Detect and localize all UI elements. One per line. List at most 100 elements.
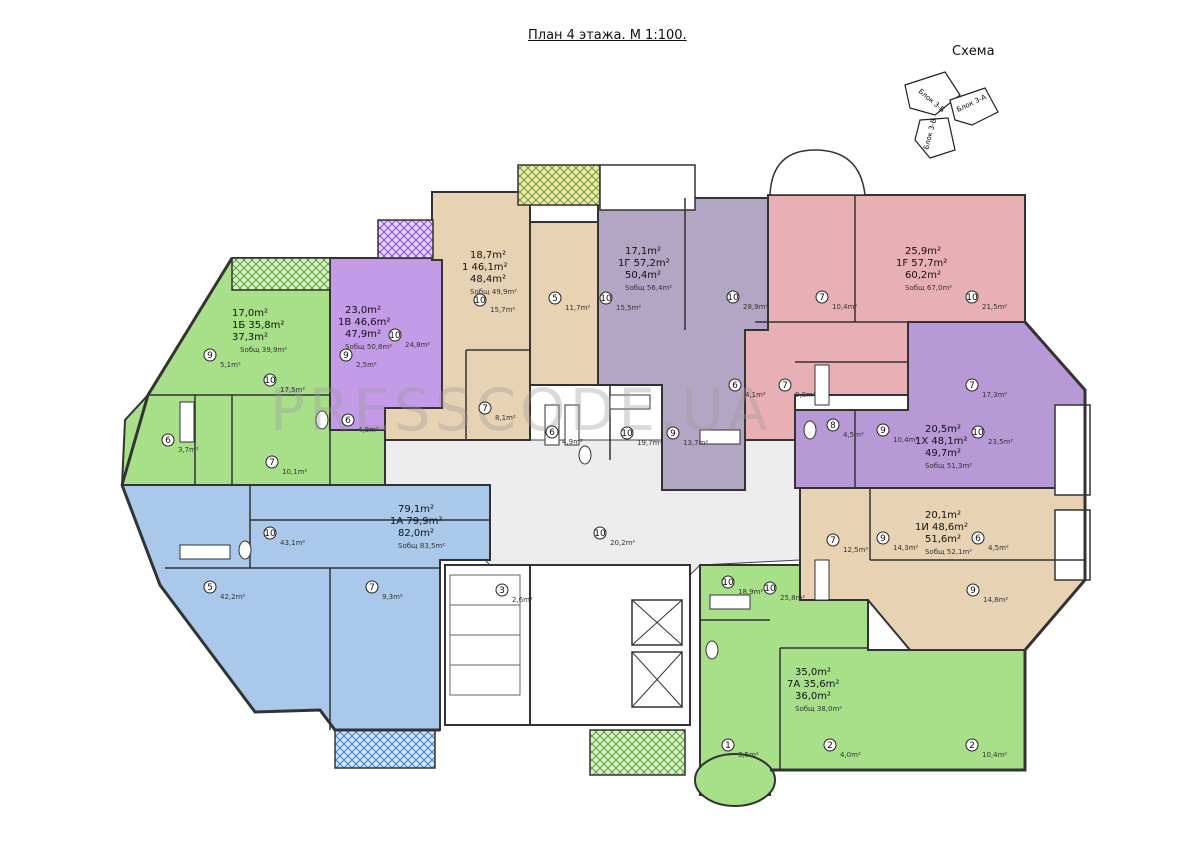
room-number: 9 bbox=[207, 351, 213, 361]
room-number-circle bbox=[965, 738, 979, 752]
room-number: 9 bbox=[343, 351, 349, 361]
apartment-label: 23,0m² 1В 46,6m² 47,9m² Sобщ 50,8m² bbox=[338, 305, 392, 351]
room-area: 28,9m² bbox=[743, 303, 768, 311]
room-area: 42,2m² bbox=[220, 593, 245, 601]
svg-text:18,7m²: 18,7m² bbox=[470, 250, 506, 261]
room-marker: 717,3m² bbox=[965, 378, 1007, 399]
svg-text:60,2m²: 60,2m² bbox=[905, 270, 941, 281]
room-area: 4,1m² bbox=[745, 391, 766, 399]
room-number: 10 bbox=[600, 294, 612, 304]
svg-text:20,5m²: 20,5m² bbox=[925, 424, 961, 435]
room-area: 3,7m² bbox=[178, 446, 199, 454]
room-number: 3 bbox=[499, 586, 505, 596]
room-number-circle bbox=[876, 423, 890, 437]
room-number-circle bbox=[263, 526, 277, 540]
room-area: 3,5m² bbox=[738, 751, 759, 759]
room-marker: 3 2,6m² bbox=[495, 583, 533, 604]
room-marker: 63,7m² bbox=[161, 433, 199, 454]
room-number-circle bbox=[161, 433, 175, 447]
room-number-circle bbox=[263, 373, 277, 387]
room-area: 21,5m² bbox=[982, 303, 1007, 311]
room-area: 17,3m² bbox=[982, 391, 1007, 399]
room-number-circle bbox=[473, 293, 487, 307]
room-number-circle bbox=[388, 328, 402, 342]
room-area: 20,2m² bbox=[610, 539, 635, 547]
room-marker: 10 43,1m² bbox=[263, 526, 305, 547]
room-area: 8,1m² bbox=[495, 414, 516, 422]
room-number: 9 bbox=[670, 429, 676, 439]
room-area: 5,1m² bbox=[220, 361, 241, 369]
room-number-circle bbox=[763, 581, 777, 595]
room-number-circle bbox=[826, 533, 840, 547]
room-marker: 712,5m² bbox=[826, 533, 868, 554]
svg-text:Sобщ 52,1m²: Sобщ 52,1m² bbox=[925, 548, 972, 556]
balcony bbox=[517, 164, 601, 206]
room-area: 19,7m² bbox=[637, 439, 662, 447]
room-area: 15,5m² bbox=[616, 304, 641, 312]
room-number-circle bbox=[365, 580, 379, 594]
room-marker: 913,7m² bbox=[666, 426, 708, 447]
room-marker: 92,5m² bbox=[339, 348, 377, 369]
elevator-shafts bbox=[449, 574, 683, 708]
svg-text:Sобщ 39,9m²: Sобщ 39,9m² bbox=[240, 346, 287, 354]
room-number: 10 bbox=[264, 529, 276, 539]
room-number-circle bbox=[966, 583, 980, 597]
svg-text:37,3m²: 37,3m² bbox=[232, 332, 268, 343]
apartment-label: 17,0m² 1Б 35,8m² 37,3m² Sобщ 39,9m² bbox=[232, 308, 287, 354]
balcony bbox=[334, 729, 436, 769]
svg-text:Sобщ 38,0m²: Sобщ 38,0m² bbox=[795, 705, 842, 713]
room-marker: 710,1m² bbox=[265, 455, 307, 476]
room-number-circle bbox=[965, 378, 979, 392]
room-number-circle bbox=[721, 575, 735, 589]
room-area: 43,1m² bbox=[280, 539, 305, 547]
svg-text:1И 48,6m²: 1И 48,6m² bbox=[915, 522, 968, 533]
room-number: 6 bbox=[975, 534, 981, 544]
svg-text:36,0m²: 36,0m² bbox=[795, 691, 831, 702]
room-area: 12,5m² bbox=[843, 546, 868, 554]
room-number: 7 bbox=[819, 293, 825, 303]
room-number-circle bbox=[339, 348, 353, 362]
room-number-circle bbox=[876, 531, 890, 545]
room-area: 9,3m² bbox=[382, 593, 403, 601]
room-number-circle bbox=[971, 531, 985, 545]
room-marker: 7 8,1m² bbox=[478, 401, 516, 422]
room-number-circle bbox=[545, 425, 559, 439]
scheme-label: Схема bbox=[952, 44, 995, 59]
svg-text:49,7m²: 49,7m² bbox=[925, 448, 961, 459]
room-area: 15,7m² bbox=[490, 306, 515, 314]
room-number: 5 bbox=[552, 294, 558, 304]
room-area: 2,6m² bbox=[512, 596, 533, 604]
balcony bbox=[599, 164, 696, 211]
svg-text:1В 46,6m²: 1В 46,6m² bbox=[338, 317, 390, 328]
room-number: 10 bbox=[389, 331, 401, 341]
room-marker: 710,4m² bbox=[815, 290, 857, 311]
room-area: 4,8m² bbox=[358, 426, 379, 434]
apartment-label: 20,1m² 1И 48,6m² 51,6m² Sобщ 52,1m² bbox=[915, 510, 972, 556]
room-number: 10 bbox=[727, 293, 739, 303]
room-number: 7 bbox=[482, 404, 488, 414]
room-marker: 10 28,9m² bbox=[726, 290, 768, 311]
room-number: 10 bbox=[972, 428, 984, 438]
room-marker: 64,8m² bbox=[341, 413, 379, 434]
room-area: 10,4m² bbox=[982, 751, 1007, 759]
svg-text:50,4m²: 50,4m² bbox=[625, 270, 661, 281]
room-marker: 9 5,1m² bbox=[203, 348, 241, 369]
room-number: 10 bbox=[764, 584, 776, 594]
room-marker: 79,8m² bbox=[778, 378, 816, 399]
room-marker: 64,1m² bbox=[728, 378, 766, 399]
svg-text:Sобщ 83,5m²: Sобщ 83,5m² bbox=[398, 542, 445, 550]
svg-text:25,9m²: 25,9m² bbox=[905, 246, 941, 257]
room-number-circle bbox=[478, 401, 492, 415]
svg-text:1Б 35,8m²: 1Б 35,8m² bbox=[232, 320, 284, 331]
outer-wall bbox=[770, 321, 1087, 772]
svg-text:Sобщ 49,9m²: Sобщ 49,9m² bbox=[470, 288, 517, 296]
room-number-circle bbox=[721, 738, 735, 752]
room-marker: 13,5m² bbox=[721, 738, 759, 759]
room-area: 14,3m² bbox=[893, 544, 918, 552]
room-number: 9 bbox=[880, 534, 886, 544]
